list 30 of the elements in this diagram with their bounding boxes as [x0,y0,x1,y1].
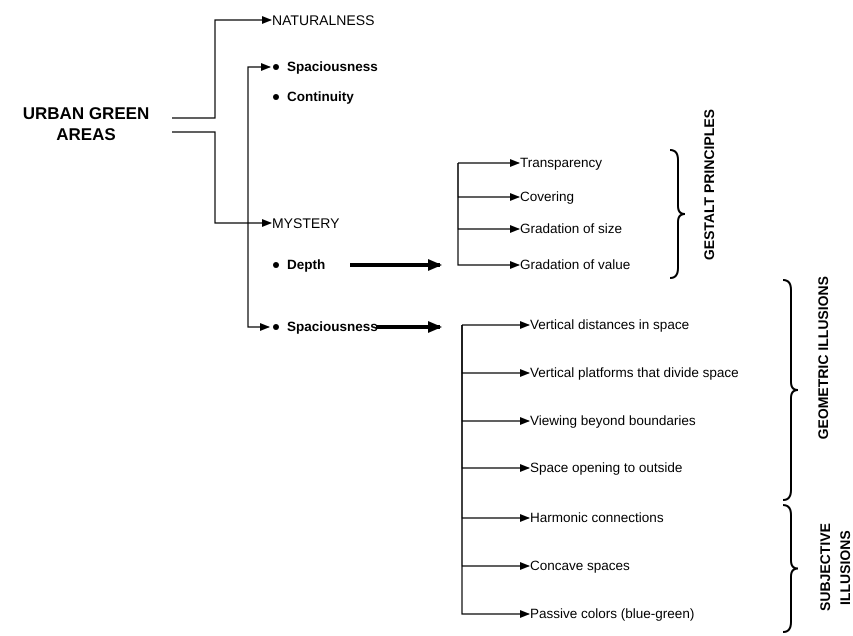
arrow [247,63,271,331]
item-label: Continuity [287,88,354,106]
item-label: Covering [520,188,574,206]
item-label: Space opening to outside [530,459,682,477]
item-label: Vertical distances in space [530,316,690,334]
thick-arrow [350,259,442,271]
item-label: Gradation of size [520,220,622,238]
item-label: Spaciousness [287,318,378,336]
thick-arrow [376,321,442,333]
item-label: Spaciousness [287,58,378,76]
item-label: Transparency [520,154,602,172]
group-label: GESTALT PRINCIPLES [700,109,718,261]
arrow [461,321,530,329]
item-label: Viewing beyond boundaries [530,412,696,430]
item-label: Concave spaces [530,557,630,575]
arrow [461,325,530,618]
item-label: MYSTERY [272,214,340,232]
arrow [172,16,272,119]
group-label: SUBJECTIVE ILLUSIONS [816,522,853,614]
item-label: Harmonic connections [530,509,664,527]
group-label: GEOMETRIC ILLUSIONS [814,276,832,440]
item-label: Vertical platforms that divide space [530,364,739,382]
arrow [172,131,272,227]
arrow [457,163,520,269]
item-label: Depth [287,256,326,274]
root-title: URBAN GREEN AREAS [22,103,150,145]
item-label: Passive colors (blue-green) [530,605,694,623]
arrow [457,159,520,167]
item-label: NATURALNESS [272,11,374,29]
item-label: Gradation of value [520,256,630,274]
